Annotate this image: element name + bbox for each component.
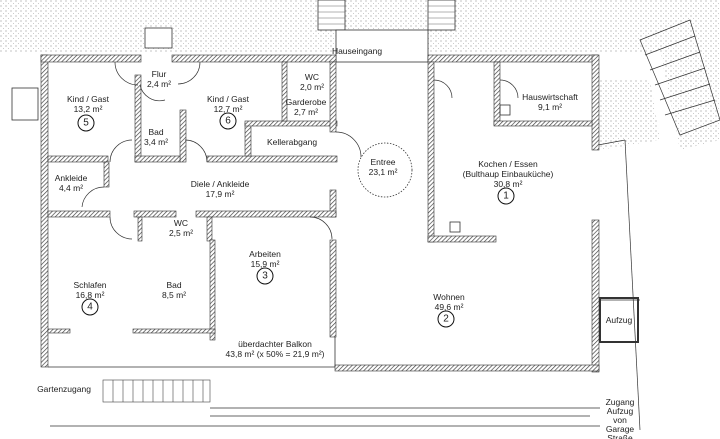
- garden-stairs: [102, 379, 211, 403]
- room-number-1: 1: [497, 187, 515, 205]
- elevator-shaft: [599, 297, 639, 343]
- room-number-3: 3: [256, 267, 274, 285]
- walls: [40, 54, 600, 373]
- stairs-right: [597, 19, 720, 431]
- entree-circle: [357, 142, 413, 198]
- outlines: [11, 87, 639, 427]
- label-zugang-aufzug: Zugang Aufzug von Garage Straße: [605, 397, 635, 439]
- room-number-2: 2: [437, 310, 455, 328]
- label-aufzug: Aufzug: [605, 315, 633, 325]
- room-number-4: 4: [81, 298, 99, 316]
- stairs-top: [144, 0, 456, 63]
- doors: [81, 61, 519, 240]
- room-kellerabgang: Kellerabgang: [266, 137, 318, 147]
- room-number-5: 5: [77, 114, 95, 132]
- label-gartenzugang: Gartenzugang: [37, 384, 91, 394]
- room-number-6: 6: [219, 112, 237, 130]
- room-kochen-essen: Kochen / Essen(Bulthaup Einbauküche)30,8…: [462, 159, 554, 189]
- label-hauseingang: Hauseingang: [331, 46, 383, 56]
